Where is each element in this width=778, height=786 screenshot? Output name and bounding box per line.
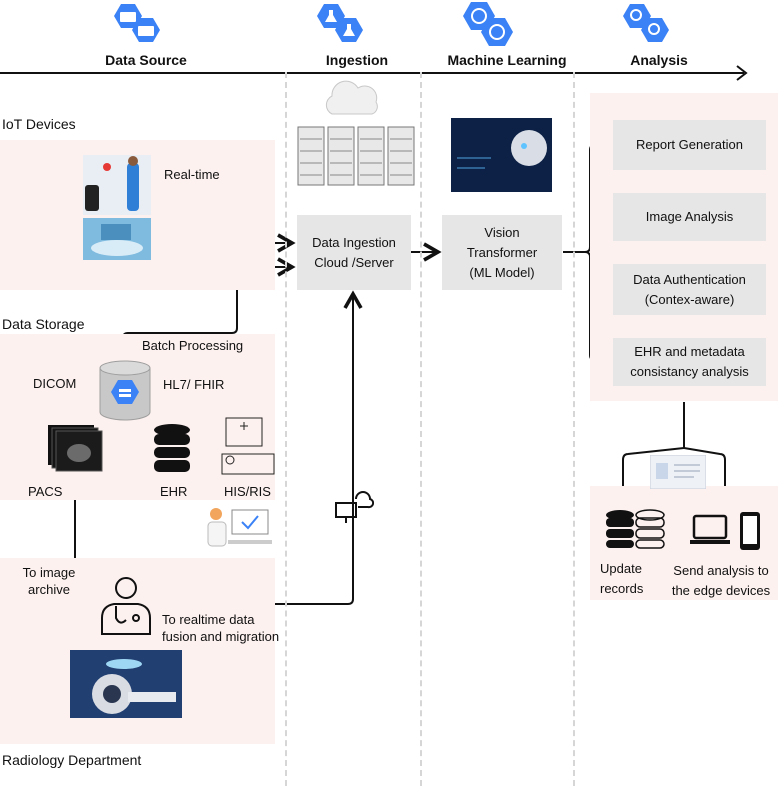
ehr-database-icon xyxy=(154,424,190,472)
label-pacs: PACS xyxy=(28,484,63,499)
ingestion-icon xyxy=(317,4,363,42)
divider xyxy=(420,72,422,786)
label-batch-processing: Batch Processing xyxy=(142,338,244,353)
stage-analysis: Analysis xyxy=(630,52,688,68)
machine-learning-icon xyxy=(463,2,513,46)
report-document-icon xyxy=(650,455,706,489)
divider xyxy=(285,72,287,786)
stage-machine-learning: Machine Learning xyxy=(447,52,567,68)
image-analysis-box: Image Analysis xyxy=(613,193,766,241)
label-update-records: Update records xyxy=(600,561,644,596)
label-hl7-fhir: HL7/ FHIR xyxy=(163,377,225,392)
vision-transformer-box: Vision Transformer (ML Model) xyxy=(442,215,562,290)
zone-title-storage: Data Storage xyxy=(2,316,85,332)
analysis-icon xyxy=(623,4,669,42)
label-dicom: DICOM xyxy=(33,376,77,391)
label-real-time: Real-time xyxy=(164,167,220,182)
stage-ingestion: Ingestion xyxy=(325,52,389,68)
stage-data-source: Data Source xyxy=(105,52,187,68)
zone-title-radiology: Radiology Department xyxy=(2,752,142,768)
ehr-metadata-box: EHR and metadata consistancy analysis xyxy=(613,338,766,386)
arrow-to-ingest xyxy=(152,290,363,605)
zone-title-iot: IoT Devices xyxy=(2,116,76,132)
label-to-realtime: To realtime data fusion and migration xyxy=(162,612,280,644)
data-ingestion-box: Data Ingestion Cloud /Server xyxy=(297,215,411,290)
radiologist-icon xyxy=(101,577,151,635)
monitor-device-image xyxy=(83,218,151,260)
report-generation-box: Report Generation xyxy=(613,120,766,170)
label-ehr: EHR xyxy=(160,484,188,499)
pacs-images-icon xyxy=(48,425,103,472)
arrow-analysis-out xyxy=(623,402,685,508)
clinician-workstation-icon xyxy=(207,508,272,547)
edge-devices-icon xyxy=(690,512,760,550)
label-his-ris: HIS/RIS xyxy=(224,484,271,499)
cloud-icon xyxy=(325,80,378,115)
wearable-devices-image xyxy=(83,155,151,215)
data-source-icon xyxy=(114,4,160,42)
ai-model-image xyxy=(451,118,552,192)
database-cylinder-icon xyxy=(99,360,151,421)
hospital-icon xyxy=(221,417,275,475)
label-to-image-archive: To image archive xyxy=(22,565,76,597)
records-database-icon xyxy=(606,509,665,549)
mri-scanner-image xyxy=(70,650,182,718)
server-rack-icon xyxy=(297,126,415,186)
divider xyxy=(573,72,575,786)
data-authentication-box: Data Authentication (Contex-aware) xyxy=(613,264,766,315)
cloud-sync-icon xyxy=(335,491,374,523)
label-send-analysis: Send analysis to the edge devices xyxy=(671,563,771,598)
